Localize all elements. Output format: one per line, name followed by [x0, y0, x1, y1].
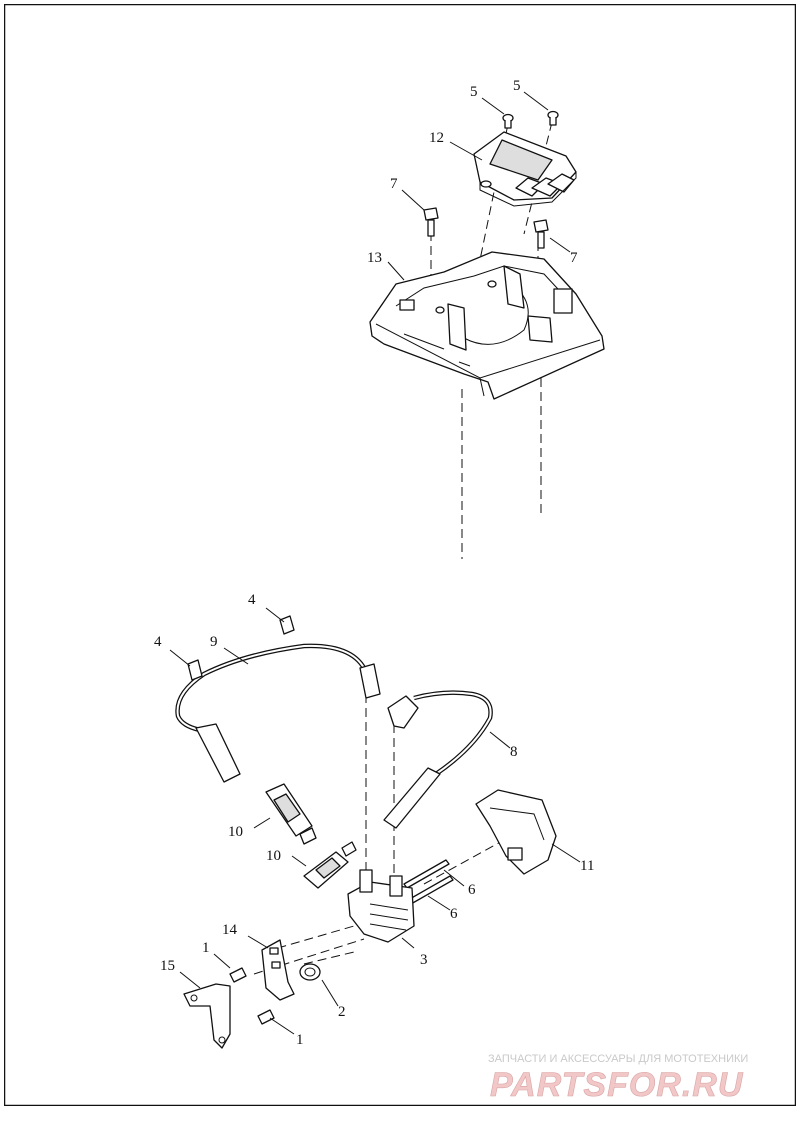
part-4-wire-clips [187, 615, 295, 681]
callout-8: 8 [510, 744, 518, 760]
callout-1-upper: 1 [202, 940, 210, 956]
upper-leader-lines [387, 91, 571, 281]
callout-10-lower: 10 [266, 848, 281, 864]
callout-6-upper: 6 [468, 882, 476, 898]
callout-1-lower: 1 [296, 1032, 304, 1048]
callout-4-top: 4 [248, 592, 256, 608]
diagram-border [4, 4, 796, 1106]
part-1-bolts [229, 967, 275, 1025]
callout-6-lower: 6 [450, 906, 458, 922]
callout-3: 3 [420, 952, 428, 968]
callout-2: 2 [338, 1004, 346, 1020]
callout-15: 15 [160, 958, 175, 974]
callout-12: 12 [429, 130, 444, 146]
part-15-mounting-plate [183, 983, 231, 1049]
lower-leader-lines [169, 607, 581, 1035]
part-5-screws [502, 110, 559, 129]
watermark-logo: PARTSFOR.RU [490, 1066, 744, 1104]
exploded-parts-diagram: 5 5 12 7 7 13 4 4 9 8 10 10 11 6 6 3 14 … [4, 4, 796, 1106]
callout-7-left: 7 [390, 176, 398, 192]
callout-9: 9 [210, 634, 218, 650]
callout-10-upper: 10 [228, 824, 243, 840]
part-3-ignition-coil [347, 869, 415, 943]
callout-4-left: 4 [154, 634, 162, 650]
part-11-coil-cover [475, 789, 557, 875]
callout-13: 13 [367, 250, 382, 266]
callout-5-right: 5 [513, 78, 521, 94]
part-2-grommet [299, 963, 321, 981]
part-10-spark-plugs [265, 783, 357, 889]
part-14-coil-bracket [261, 939, 295, 1001]
callout-5-left: 5 [470, 84, 478, 100]
callout-11: 11 [580, 858, 594, 874]
part-13-mounting-bracket [369, 251, 605, 400]
callout-14: 14 [222, 922, 238, 938]
part-9-spark-plug-wire [175, 643, 381, 783]
callout-7-right: 7 [570, 250, 578, 266]
part-8-spark-plug-wire [383, 690, 493, 829]
diagram-frame: 5 5 12 7 7 13 4 4 9 8 10 10 11 6 6 3 14 … [4, 4, 796, 1106]
part-7-bolts [423, 207, 549, 249]
watermark-tagline: ЗАПЧАСТИ И АКСЕССУАРЫ ДЛЯ МОТОТЕХНИКИ [488, 1053, 748, 1065]
part-12-control-module [473, 131, 577, 207]
